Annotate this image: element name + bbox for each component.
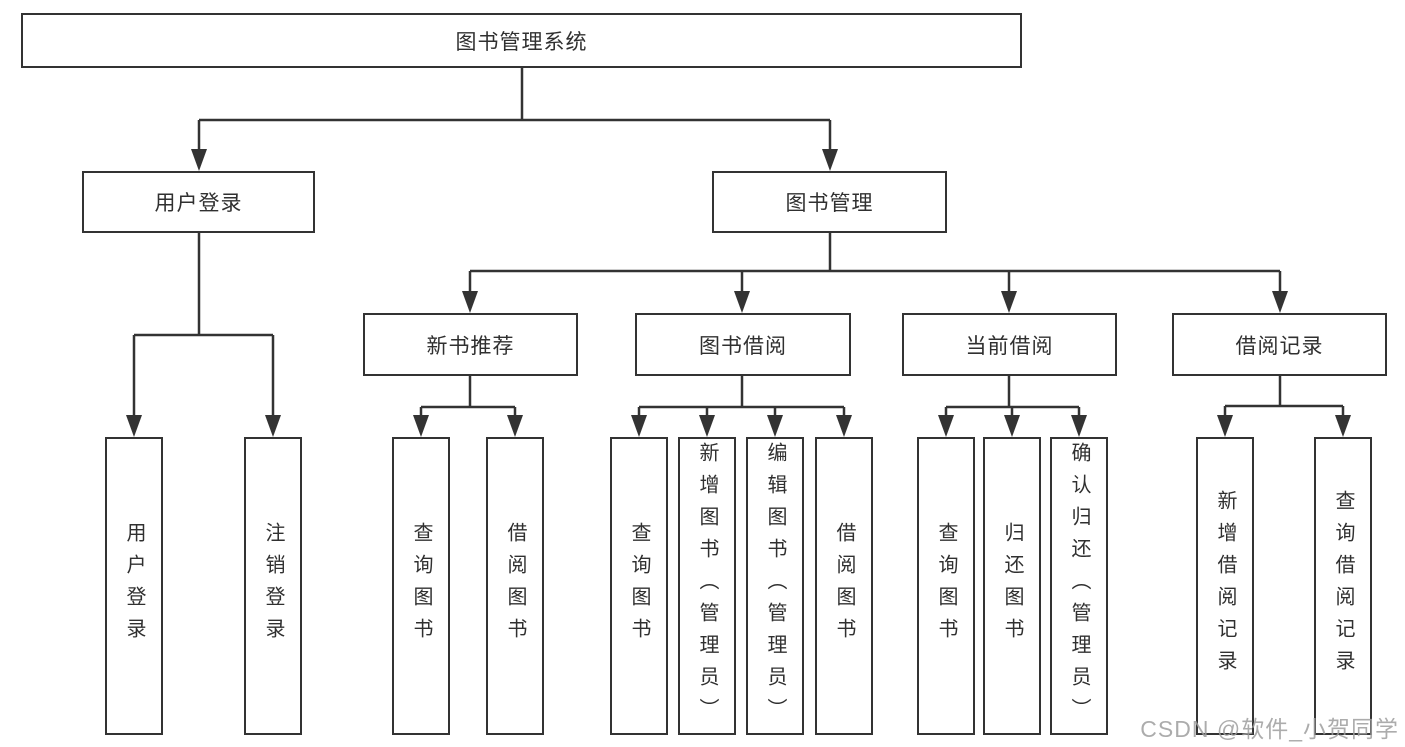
leaf-logout: 注销登录 [244, 437, 302, 735]
leaf-query-borrow-record: 查询借阅记录 [1314, 437, 1372, 735]
node-borrowing-records: 借阅记录 [1172, 313, 1387, 376]
leaf-user-login: 用户登录 [105, 437, 163, 735]
node-new-book-recommend: 新书推荐 [363, 313, 578, 376]
node-library-management-system: 图书管理系统 [21, 13, 1022, 68]
leaf-edit-books-admin: 编辑图书（管理员） [746, 437, 804, 735]
node-current-borrowing: 当前借阅 [902, 313, 1117, 376]
leaf-query-books-borrowing: 查询图书 [610, 437, 668, 735]
leaf-add-books-admin: 新增图书（管理员） [678, 437, 736, 735]
leaf-borrow-books-recommend: 借阅图书 [486, 437, 544, 735]
csdn-watermark: CSDN @软件_小贺同学 [1140, 716, 1399, 742]
node-book-management: 图书管理 [712, 171, 947, 233]
leaf-confirm-return-admin: 确认归还（管理员） [1050, 437, 1108, 735]
node-book-borrowing: 图书借阅 [635, 313, 851, 376]
leaf-add-borrow-record: 新增借阅记录 [1196, 437, 1254, 735]
leaf-query-books-current: 查询图书 [917, 437, 975, 735]
leaf-return-books: 归还图书 [983, 437, 1041, 735]
leaf-query-books-recommend: 查询图书 [392, 437, 450, 735]
leaf-borrow-books-borrowing: 借阅图书 [815, 437, 873, 735]
node-user-login: 用户登录 [82, 171, 315, 233]
